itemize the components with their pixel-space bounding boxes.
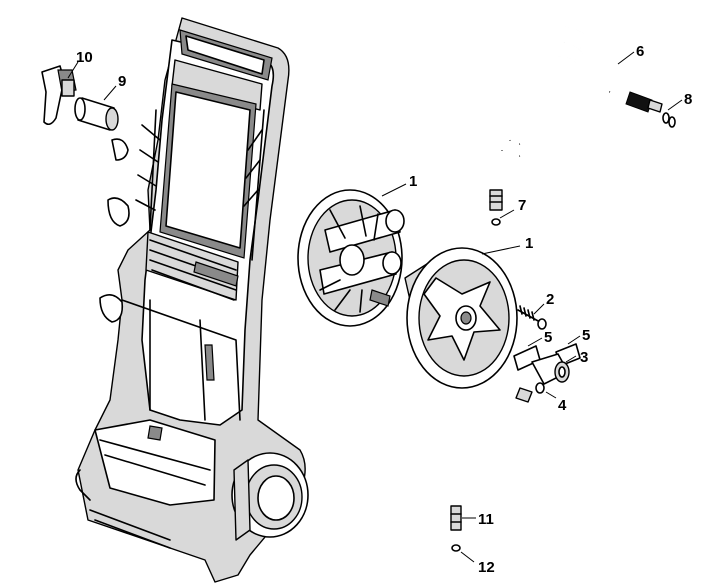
callout-3: 3 [580, 349, 588, 366]
callout-1-rear: 1 [409, 173, 417, 190]
callout-12: 12 [478, 559, 495, 576]
part-12-oring [451, 544, 475, 563]
callout-5-left: 5 [544, 329, 552, 346]
frame-housing [75, 17, 309, 583]
part-9-holder [74, 85, 119, 131]
part-6-coiled-hose [489, 26, 663, 211]
callout-11: 11 [478, 511, 494, 528]
part-7-oring [491, 209, 515, 226]
part-2-screw [517, 303, 547, 330]
callout-9: 9 [118, 73, 126, 90]
callout-6: 6 [636, 43, 644, 60]
callout-7: 7 [518, 197, 526, 214]
part-8-orings [662, 99, 683, 128]
part-1-rear-reel [297, 183, 407, 327]
part-1-front-reel [404, 245, 521, 389]
part-3-swivel [531, 353, 577, 385]
callout-1-front: 1 [525, 235, 533, 252]
callout-4: 4 [558, 397, 567, 414]
callout-labels: 1 1 2 3 4 5 5 6 7 8 9 10 11 12 [76, 43, 692, 576]
callout-10: 10 [76, 49, 93, 66]
part-4-oring [535, 382, 557, 399]
callout-5-right: 5 [582, 327, 590, 344]
part-11-hose [450, 387, 533, 531]
callout-2: 2 [546, 291, 554, 308]
callout-8: 8 [684, 91, 692, 108]
part-10-hook [41, 61, 79, 126]
